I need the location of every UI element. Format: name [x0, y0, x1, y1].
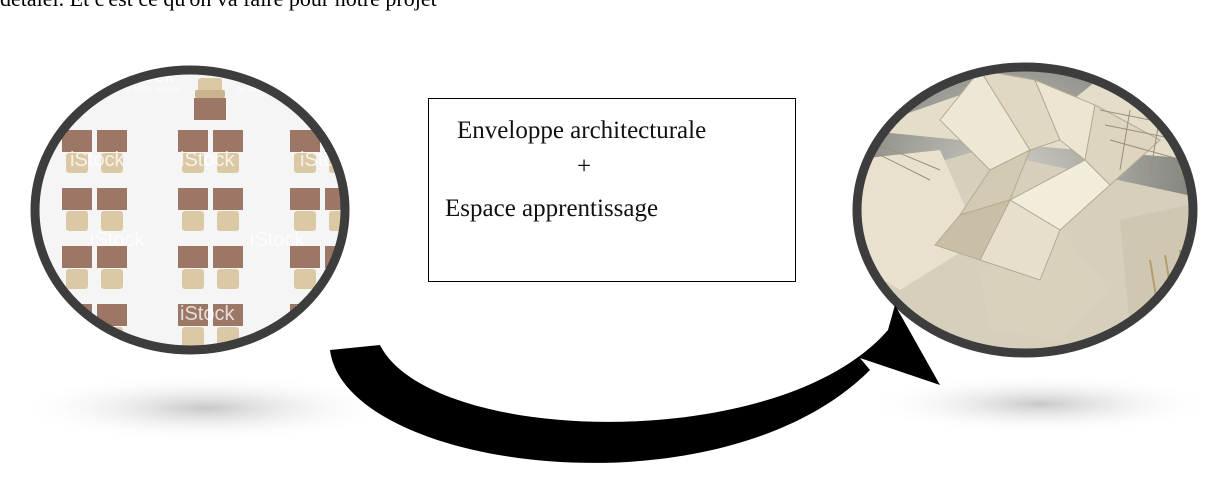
watermark-7: iStock	[250, 229, 305, 251]
watermark-4: iStock	[180, 149, 235, 171]
watermark-sub-1: by Getty Images	[122, 85, 180, 94]
left-circle-shadow	[15, 374, 395, 442]
center-text-box: Enveloppe architecturale + Espace appren…	[428, 98, 796, 282]
learning-space-label: Espace apprentissage	[445, 195, 659, 222]
watermark-6: iStock	[90, 229, 145, 251]
curved-arrow	[330, 305, 940, 463]
right-circle-frame	[852, 62, 1198, 358]
left-circle-frame	[30, 65, 350, 355]
watermark-9: iStock	[180, 303, 235, 325]
right-circle-shadow	[865, 374, 1215, 434]
left-classroom-image: iStock iStock iStock iStock iStock iStoc…	[35, 70, 345, 350]
envelope-label: Enveloppe architecturale	[457, 117, 707, 144]
watermark-3: iStock	[70, 149, 125, 171]
plus-sign: +	[577, 153, 592, 180]
header-text: détaïel. Et c'est ce qu'on va faire pour…	[0, 0, 437, 12]
